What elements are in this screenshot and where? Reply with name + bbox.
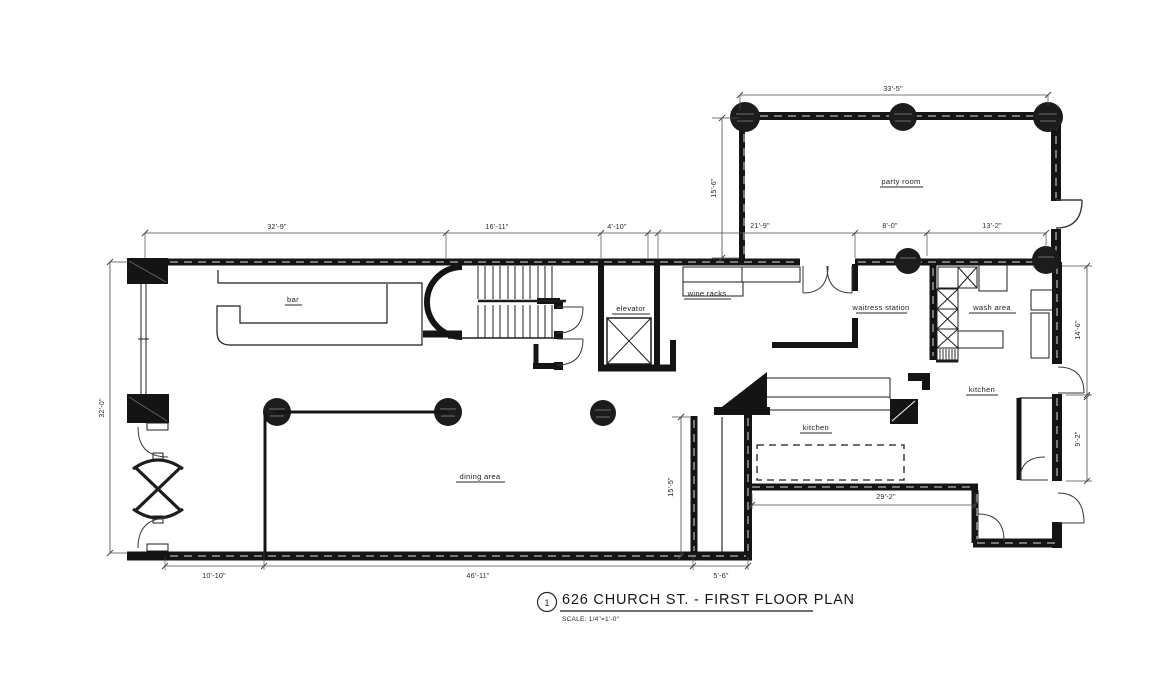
- column: [1033, 102, 1063, 132]
- wash-box-large: [978, 262, 1008, 292]
- bar-counter: [216, 270, 423, 346]
- stair-treads-upper: [477, 266, 553, 299]
- wash-box-1: [937, 266, 959, 289]
- vestibule-cross-doors: [132, 458, 184, 520]
- column: [1032, 246, 1060, 274]
- dim-right-2: 9'-2": [1073, 431, 1082, 447]
- stair-treads-lower: [477, 305, 553, 338]
- vestibule-jamb-bottom: [152, 515, 164, 524]
- wash-counter: [957, 330, 1004, 349]
- column: [895, 248, 921, 274]
- dim-top-3: 4'-10": [607, 222, 627, 231]
- drawing-scale: SCALE: 1/4"=1'-0": [562, 616, 620, 623]
- kitchen-pass-lines: [767, 377, 891, 411]
- dimension-texts: 33'-5" 32'-9" 16'-11" 4'-10" 21'-9" 8'-0…: [97, 84, 1082, 580]
- entry-door-arc-top: [137, 426, 169, 458]
- dim-dining-right: 15'-5": [666, 477, 675, 497]
- stair-door-1: [556, 306, 584, 334]
- drawing-ref-circle: [536, 591, 558, 613]
- kitchen-wall-triangle: [718, 372, 767, 410]
- wash-box-x: [957, 266, 978, 289]
- column: [730, 102, 760, 132]
- room-labels: bar elevator wine racks party room waitr…: [285, 177, 1016, 483]
- dim-top-6: 13'-2": [982, 221, 1002, 230]
- kitchen-step-block: [908, 373, 930, 390]
- right-door-a: [1057, 366, 1085, 394]
- kitchen-equipment-dashed: [756, 444, 905, 481]
- stair-hinge-3: [554, 362, 563, 370]
- dim-top-1: 32'-9": [267, 222, 287, 231]
- wine-rack-short: [682, 281, 744, 297]
- dim-top-2: 16'-11": [485, 222, 508, 231]
- title-block: 1 626 CHURCH ST. - FIRST FLOOR PLAN SCAL…: [536, 591, 855, 623]
- wall-centerlines: [170, 115, 1058, 557]
- dim-bottom-2: 46'-11": [466, 571, 489, 580]
- wash-hatch-lines: [939, 349, 956, 360]
- dim-party-top: 33'-5": [883, 84, 903, 93]
- label-bar: bar: [287, 295, 299, 304]
- drawing-ref-number: 1: [544, 598, 549, 608]
- column: [590, 400, 616, 426]
- label-dining-area: dining area: [460, 472, 501, 481]
- dim-top-4: 21'-9": [750, 221, 770, 230]
- label-wine-racks: wine racks: [687, 289, 727, 298]
- columns: [263, 102, 1063, 426]
- party-right-door: [1055, 199, 1083, 229]
- stair-hinge-1: [554, 301, 563, 309]
- label-wash-area: wash area: [972, 303, 1011, 312]
- dim-extension-lines: [110, 95, 1092, 570]
- right-door-b: [1057, 492, 1085, 524]
- label-kitchen-right: kitchen: [969, 385, 995, 394]
- label-underlines: [285, 186, 1016, 483]
- stair-hinge-2: [554, 331, 563, 339]
- elevator-shaft: [606, 317, 652, 365]
- dim-party-left: 15'-6": [709, 178, 718, 198]
- label-kitchen-main: kitchen: [803, 423, 829, 432]
- kitchen-right-door: [1019, 456, 1048, 481]
- dim-kitchen-bottom: 29'-2": [876, 492, 896, 501]
- dim-right-1: 14'-6": [1073, 320, 1082, 340]
- dim-bottom-3: 5'-6": [713, 571, 729, 580]
- label-party-room: party room: [881, 177, 920, 186]
- kitchen-counter-block: [890, 399, 918, 424]
- party-double-door-right: [826, 265, 853, 294]
- party-double-door-left: [802, 265, 829, 294]
- dimension-lines: [106, 91, 1092, 570]
- dim-ticks: [106, 91, 1091, 570]
- stair-door-2: [556, 338, 584, 366]
- vestibule-door: [977, 513, 1005, 542]
- label-waitress-station: waitress station: [851, 303, 909, 312]
- entry-door-leaf-top: [146, 422, 169, 431]
- elevator-x: [606, 317, 652, 365]
- doors: [137, 199, 1085, 549]
- entry-door-arc-bottom: [137, 517, 169, 549]
- right-equip-2: [1030, 312, 1050, 359]
- storefront-glazing: [138, 284, 149, 394]
- column: [889, 103, 917, 131]
- exterior-walls: [127, 112, 1062, 561]
- filled-elements: [127, 258, 930, 424]
- entry-door-leaf-bottom: [146, 543, 169, 552]
- fixtures: [132, 262, 1056, 552]
- dining-railing: [263, 410, 448, 553]
- right-equip-1: [1030, 289, 1056, 311]
- dim-bottom-1: 10'-10": [202, 571, 226, 580]
- label-elevator: elevator: [616, 304, 646, 313]
- drawing-title: 626 CHURCH ST. - FIRST FLOOR PLAN: [562, 592, 855, 608]
- dim-left: 32'-0": [97, 398, 106, 418]
- wall-stair-curved: [424, 264, 463, 340]
- dim-top-5: 8'-0": [882, 221, 898, 230]
